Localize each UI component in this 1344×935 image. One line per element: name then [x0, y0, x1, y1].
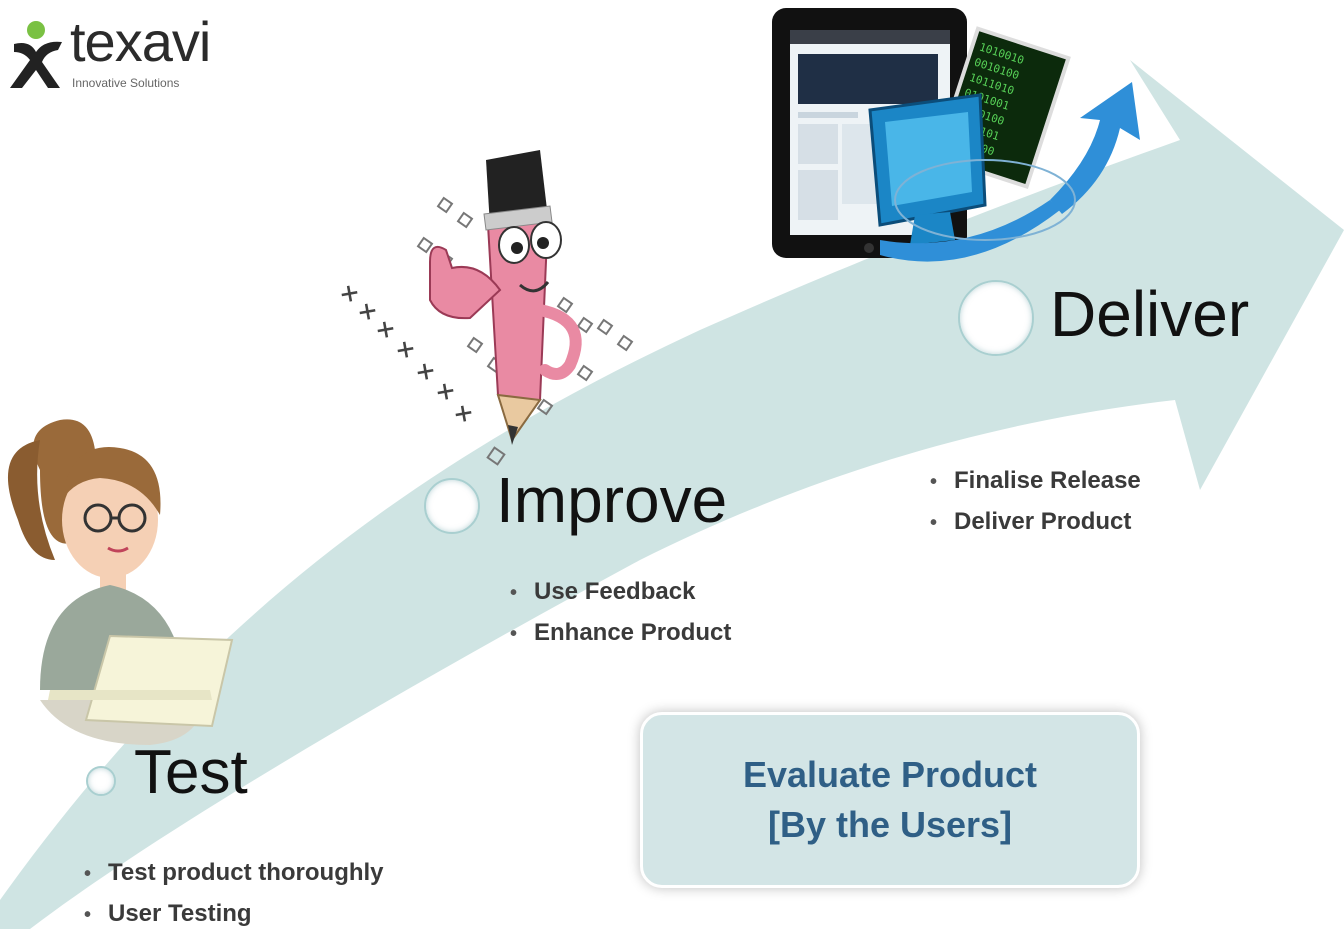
test-stage-title: Test [134, 738, 248, 807]
test-stage-circle [86, 766, 116, 796]
improve-bullet-item: Use Feedback [510, 572, 731, 613]
woman-laptop-illustration [7, 419, 234, 745]
deliver-bullet-item: Deliver Product [930, 502, 1141, 543]
deliver-bullet-list: Finalise Release Deliver Product [930, 461, 1141, 543]
evaluate-subtitle: [By the Users] [767, 804, 1013, 845]
evaluate-product-box: Evaluate Product [By the Users] [640, 712, 1140, 888]
svg-text:×: × [371, 314, 400, 345]
deliver-stage-title: Deliver [1050, 278, 1250, 350]
texavi-logo-mark [10, 21, 62, 88]
evaluate-title: Evaluate Product [742, 754, 1038, 795]
progress-arrow [0, 60, 1344, 929]
svg-text:×: × [353, 296, 382, 327]
pencil-mascot-checklist-illustration: × × × × × × × [335, 150, 634, 466]
improve-stage-title: Improve [496, 464, 728, 536]
deliver-bullet-item: Finalise Release [930, 461, 1141, 502]
logo-tagline: Innovative Solutions [72, 76, 180, 90]
test-bullet-item: User Testing [84, 894, 384, 935]
svg-text:×: × [411, 356, 440, 387]
test-bullet-list: Test product thoroughly User Testing [84, 853, 384, 935]
deliver-stage-circle [958, 280, 1034, 356]
tablet-monitor-arrow-illustration: 1010010 0010100 1011010 0101001 1110100 … [772, 8, 1140, 262]
improve-stage-circle [424, 478, 480, 534]
svg-text:×: × [335, 278, 364, 309]
svg-text:×: × [431, 376, 460, 407]
improve-bullet-item: Enhance Product [510, 613, 731, 654]
improve-bullet-list: Use Feedback Enhance Product [510, 572, 731, 654]
test-bullet-item: Test product thoroughly [84, 853, 384, 894]
logo-wordmark: texavi [70, 10, 211, 73]
svg-text:×: × [391, 334, 420, 365]
svg-text:×: × [449, 398, 478, 429]
